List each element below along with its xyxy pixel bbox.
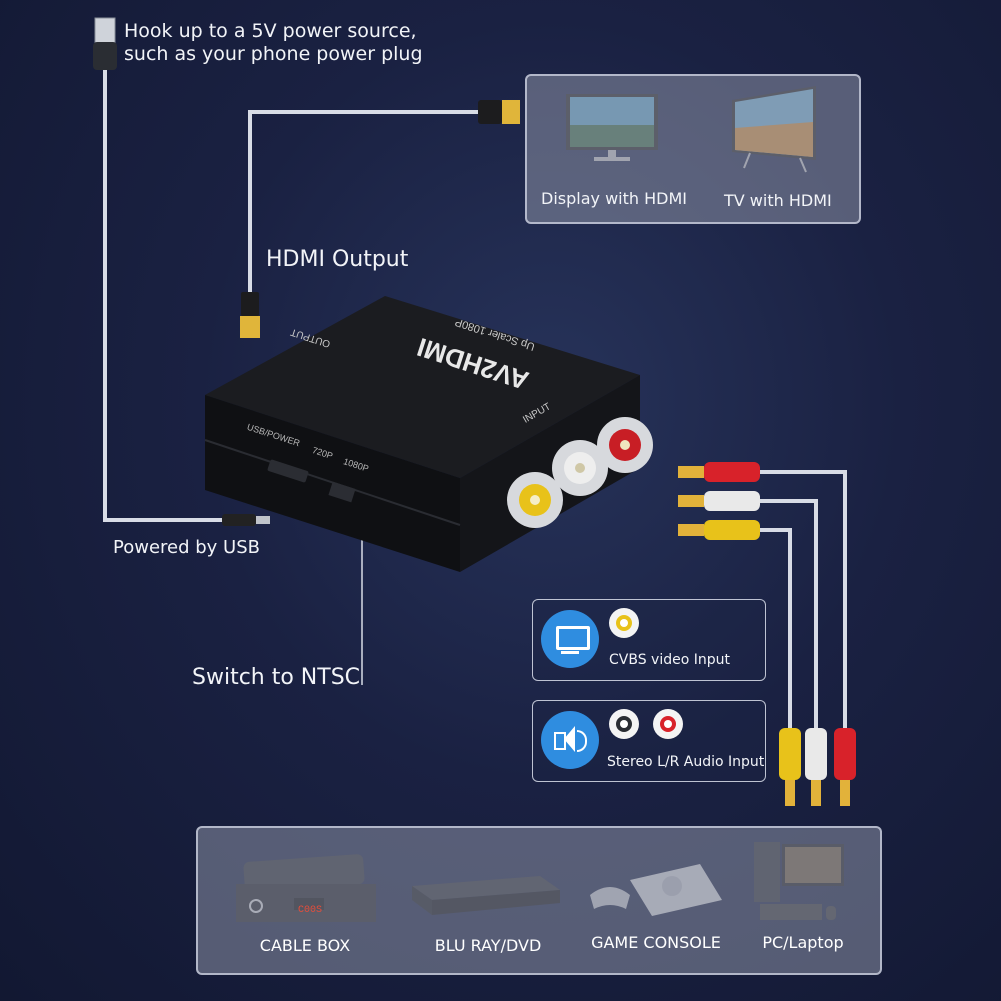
cvbs-input-label: CVBS video Input — [609, 652, 730, 668]
hdmi-plug-top-icon — [478, 100, 520, 124]
stereo-input-panel: Stereo L/R Audio Input — [532, 700, 766, 782]
rca-plug-yellow-icon — [678, 520, 760, 540]
stereo-input-label: Stereo L/R Audio Input — [607, 754, 765, 770]
powered-by-usb-label: Powered by USB — [113, 537, 260, 558]
audio-white-jack-icon — [609, 709, 639, 739]
power-source-line2: such as your phone power plug — [124, 43, 423, 65]
rca-red-wire — [760, 470, 847, 730]
rca-plug-red-icon — [678, 462, 760, 482]
rca-plug-vertical-red-icon — [834, 728, 856, 806]
cable-box-label: CABLE BOX — [259, 936, 351, 955]
cvbs-input-panel: CVBS video Input — [532, 599, 766, 681]
hdmi-display-panel: Display with HDMI TV with HDMI — [525, 74, 861, 224]
compatible-sources-panel: C00S CABLE BOX BLU RAY/DVD GAME CONSOLE … — [196, 826, 882, 975]
switch-ntsc-label: Switch to NTSC — [192, 665, 361, 690]
pc-laptop-label: PC/Laptop — [762, 933, 844, 952]
rca-yellow-wire — [760, 528, 792, 730]
hdmi-cable — [248, 110, 478, 295]
tv-with-hdmi-label: TV with HDMI — [724, 191, 832, 210]
mini-usb-plug-icon — [222, 514, 270, 526]
rca-plug-vertical-yellow-icon — [779, 728, 801, 806]
game-console-label: GAME CONSOLE — [591, 933, 721, 952]
display-with-hdmi-label: Display with HDMI — [541, 189, 687, 208]
power-source-line1: Hook up to a 5V power source, — [124, 20, 417, 42]
hdmi-output-label: HDMI Output — [266, 247, 409, 272]
cable-box-display-text: C00S — [298, 905, 323, 916]
hdmi-plug-left-icon — [240, 292, 260, 338]
blu-ray-dvd-label: BLU RAY/DVD — [434, 936, 542, 955]
rca-plug-white-icon — [678, 491, 760, 511]
power-source-note: Hook up to a 5V power source, such as yo… — [124, 20, 423, 66]
usb-power-cable — [103, 70, 225, 522]
rca-white-wire — [760, 499, 818, 730]
monitor-icon — [541, 610, 599, 668]
usb-plug-icon — [93, 17, 117, 70]
av2hdmi-converter-box — [204, 296, 653, 572]
cvbs-yellow-jack-icon — [609, 608, 639, 638]
rca-plug-vertical-white-icon — [805, 728, 827, 806]
speaker-icon — [541, 711, 599, 769]
audio-red-jack-icon — [653, 709, 683, 739]
